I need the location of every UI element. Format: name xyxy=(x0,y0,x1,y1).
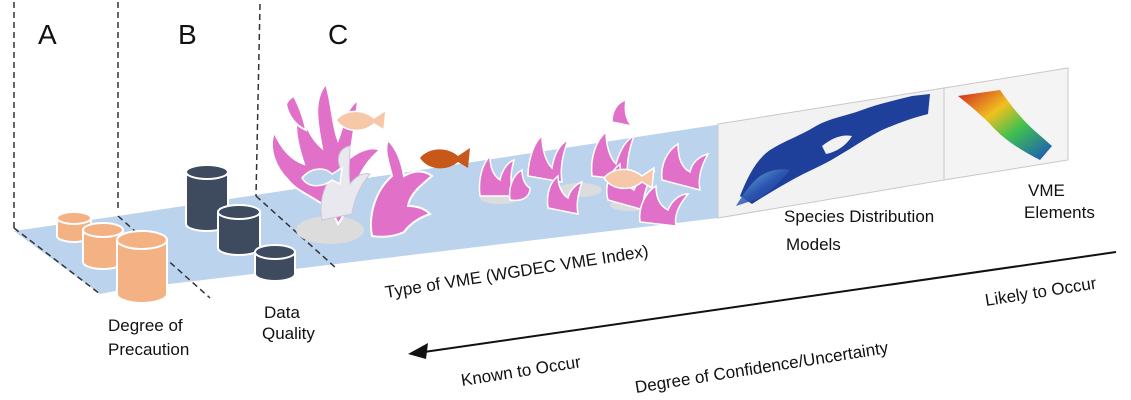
cylinder-large xyxy=(116,230,168,304)
cylinder-dark-small xyxy=(254,244,296,282)
degree-of-confidence-label: Degree of Confidence/Uncertainty xyxy=(634,338,890,397)
coral-large xyxy=(270,81,434,244)
degree-of-precaution-label: Degree of xyxy=(108,316,183,335)
panel-label-c: C xyxy=(328,19,348,50)
confidence-arrow xyxy=(408,251,1117,359)
degree-of-precaution-label-2: Precaution xyxy=(108,340,189,359)
panel-label-a: A xyxy=(38,19,57,50)
sdm-map xyxy=(717,87,945,219)
data-quality-label-2: Quality xyxy=(262,324,315,343)
likely-to-occur-label: Likely to Occur xyxy=(984,274,1098,310)
vme-elements-map xyxy=(943,67,1069,181)
fish-orange xyxy=(420,148,470,169)
cylinder-dark-medium xyxy=(217,204,261,256)
sdm-label: Species Distribution xyxy=(784,207,934,226)
known-to-occur-label: Known to Occur xyxy=(460,352,583,390)
precaution-cylinders xyxy=(56,211,168,304)
vme-elements-label-2: Elements xyxy=(1024,203,1095,222)
sdm-label-2: Models xyxy=(786,235,841,254)
vme-elements-label: VME xyxy=(1028,181,1065,200)
cylinder-medium xyxy=(82,222,124,270)
quality-cylinders xyxy=(185,164,296,282)
coral-field xyxy=(478,98,710,227)
data-quality-label: Data xyxy=(264,303,300,322)
fish-peach-top xyxy=(335,108,387,132)
panel-label-b: B xyxy=(178,19,197,50)
